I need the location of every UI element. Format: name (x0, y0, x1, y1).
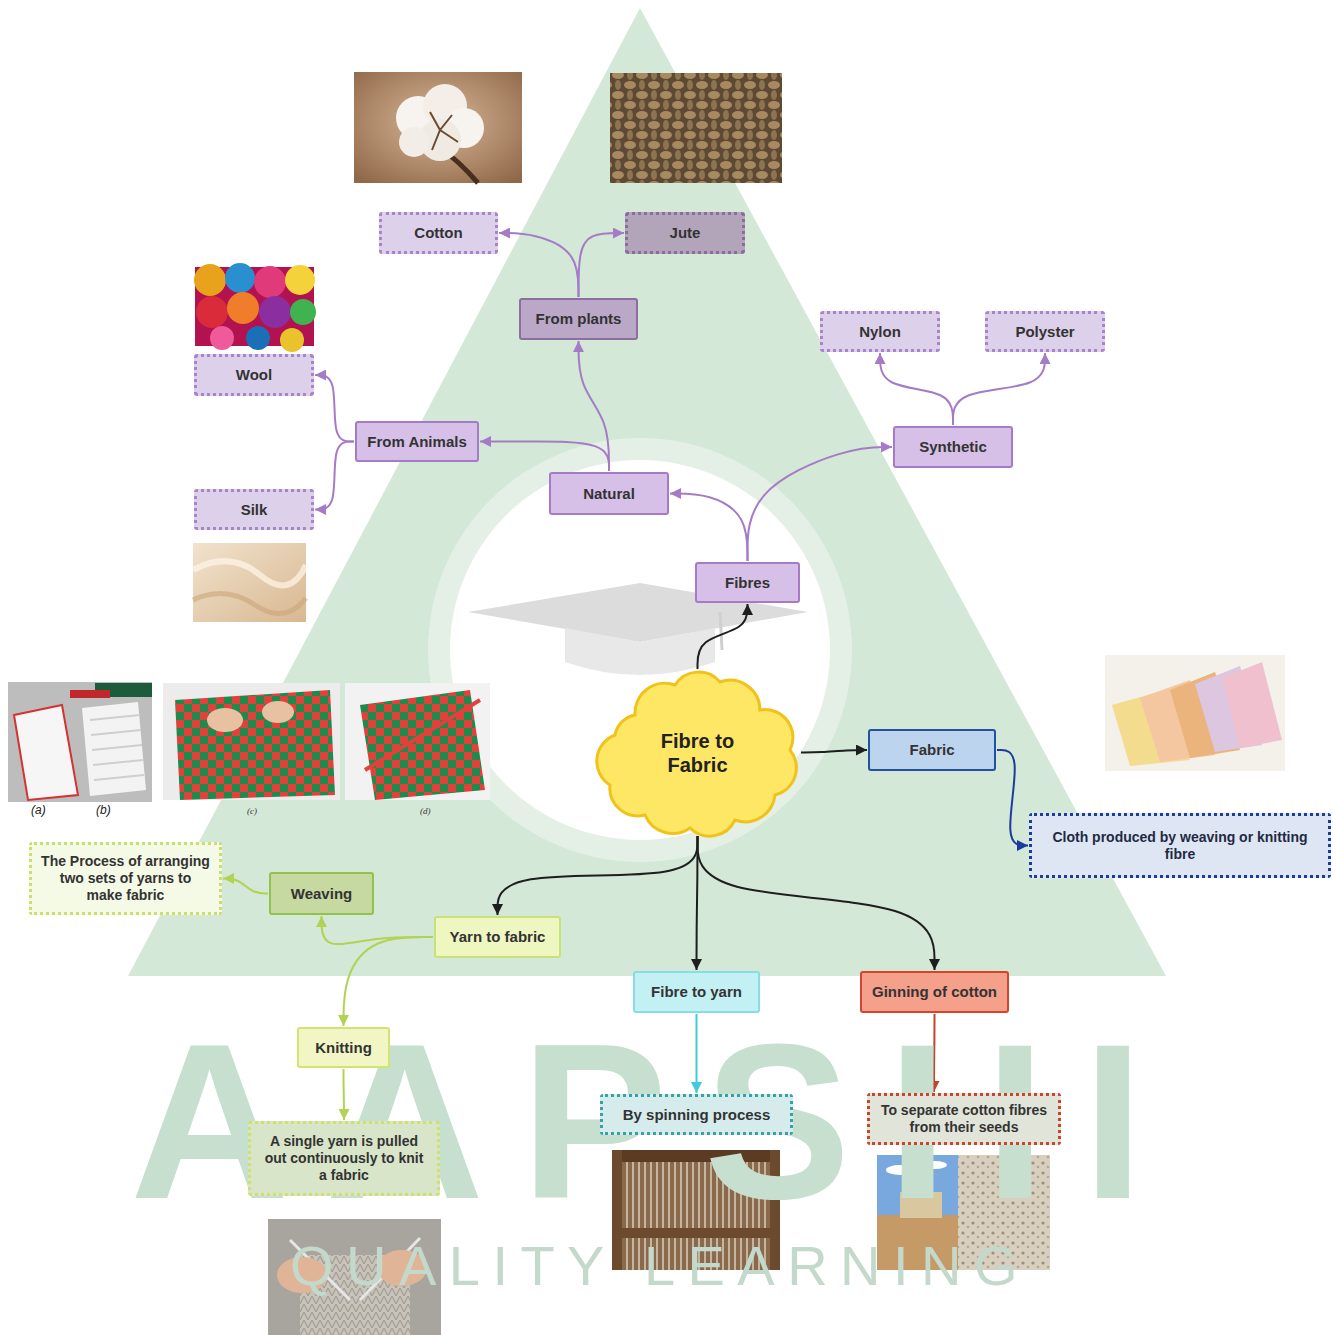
example-box: Polyster (985, 311, 1105, 352)
node-label: To separate cotton fibres from their see… (878, 1102, 1050, 1136)
cloud-outline (595, 670, 800, 835)
ginning-photo (877, 1155, 1050, 1270)
watermark-text: AAPSHI (130, 1012, 1180, 1232)
definition-box: The Process of arranging two sets of yar… (29, 842, 222, 915)
connector-arrow (953, 353, 1045, 425)
definition-box: Cloth produced by weaving or knitting fi… (1029, 813, 1331, 878)
example-box: Silk (194, 489, 314, 530)
connector-arrow (933, 1014, 936, 1092)
node-label: Cloth produced by weaving or knitting fi… (1040, 829, 1320, 863)
jute-photo (610, 73, 782, 183)
process-box: Knitting (297, 1027, 390, 1068)
weaving-photo-ab (8, 682, 152, 802)
fabric-photo (1105, 655, 1285, 771)
node-label: The Process of arranging two sets of yar… (40, 853, 211, 903)
panel-letter: (a) (31, 804, 46, 816)
node-label: Fabric (909, 741, 954, 759)
topic-box: Fibre to yarn (633, 971, 760, 1013)
weaving-photo-d (345, 683, 490, 800)
node-label: A single yarn is pulled out continuously… (259, 1133, 429, 1183)
node-label: Ginning of cotton (872, 983, 997, 1001)
panel-letter: (b) (96, 804, 111, 816)
connector-arrow (315, 442, 354, 510)
node-label: Wool (236, 366, 272, 384)
connector-arrow (696, 1014, 698, 1093)
node-label: Synthetic (919, 438, 987, 456)
node-label: Nylon (859, 323, 901, 341)
connector-arrow (498, 836, 698, 915)
connector-arrow (880, 353, 953, 425)
node-label: Knitting (315, 1039, 372, 1057)
cotton-photo (354, 72, 522, 183)
category-box: From Animals (355, 421, 479, 462)
loom-photo (612, 1150, 780, 1270)
topic-box: Ginning of cotton (860, 971, 1009, 1013)
connector-arrow (697, 836, 698, 970)
connector-arrow (322, 916, 434, 944)
watermark-text: QUALITY LEARNING (290, 1238, 1030, 1294)
node-label: Fibres (725, 574, 770, 592)
node-label: Fibre to yarn (651, 983, 742, 1001)
category-box: From plants (519, 298, 638, 340)
panel-letter: (c) (247, 807, 257, 816)
example-box: Nylon (820, 311, 940, 352)
connector-arrow (670, 494, 748, 562)
connector-arrow (343, 1069, 346, 1120)
node-label: By spinning process (623, 1106, 771, 1124)
node-label: From plants (536, 310, 622, 328)
node-label: Polyster (1015, 323, 1074, 341)
category-box: Fibres (695, 562, 800, 603)
node-label: Fibre to Fabric (638, 729, 758, 777)
node-label: Silk (241, 501, 268, 519)
weaving-photo-c (163, 683, 340, 800)
connector-arrow (748, 447, 893, 561)
node-label: Weaving (291, 885, 352, 903)
connector-arrow (997, 750, 1028, 846)
topic-box: Fabric (868, 729, 996, 771)
node-label: Cotton (414, 224, 462, 242)
connector-arrow (698, 836, 935, 970)
example-box: Jute (625, 212, 745, 254)
connector-arrow (223, 879, 268, 894)
watermark-logo (128, 8, 1166, 976)
node-label: Jute (670, 224, 701, 242)
node-label: Natural (583, 485, 635, 503)
connector-arrow (480, 441, 609, 471)
cloud-shape (597, 672, 797, 836)
example-box: Wool (194, 354, 314, 396)
silk-photo (193, 543, 306, 622)
connector-arrow (344, 937, 434, 1026)
process-box: Weaving (269, 872, 374, 915)
node-label: Yarn to fabric (450, 928, 546, 946)
connector-arrow (315, 375, 354, 442)
definition-box: A single yarn is pulled out continuously… (248, 1121, 440, 1196)
panel-letter: (d) (420, 807, 431, 816)
definition-box: To separate cotton fibres from their see… (867, 1093, 1061, 1145)
definition-box: By spinning process (600, 1094, 793, 1135)
central-topic-cloud: Fibre to Fabric (595, 670, 800, 835)
example-box: Cotton (379, 212, 498, 254)
connector-arrow (499, 233, 579, 297)
knitting-photo (268, 1219, 441, 1335)
connector-arrow (801, 750, 867, 753)
category-box: Synthetic (893, 426, 1013, 468)
topic-box: Yarn to fabric (434, 916, 561, 958)
connector-arrow (698, 604, 748, 669)
wool-photo (194, 263, 316, 352)
node-label: From Animals (367, 433, 466, 451)
category-box: Natural (549, 472, 669, 515)
connector-arrow (579, 233, 625, 297)
